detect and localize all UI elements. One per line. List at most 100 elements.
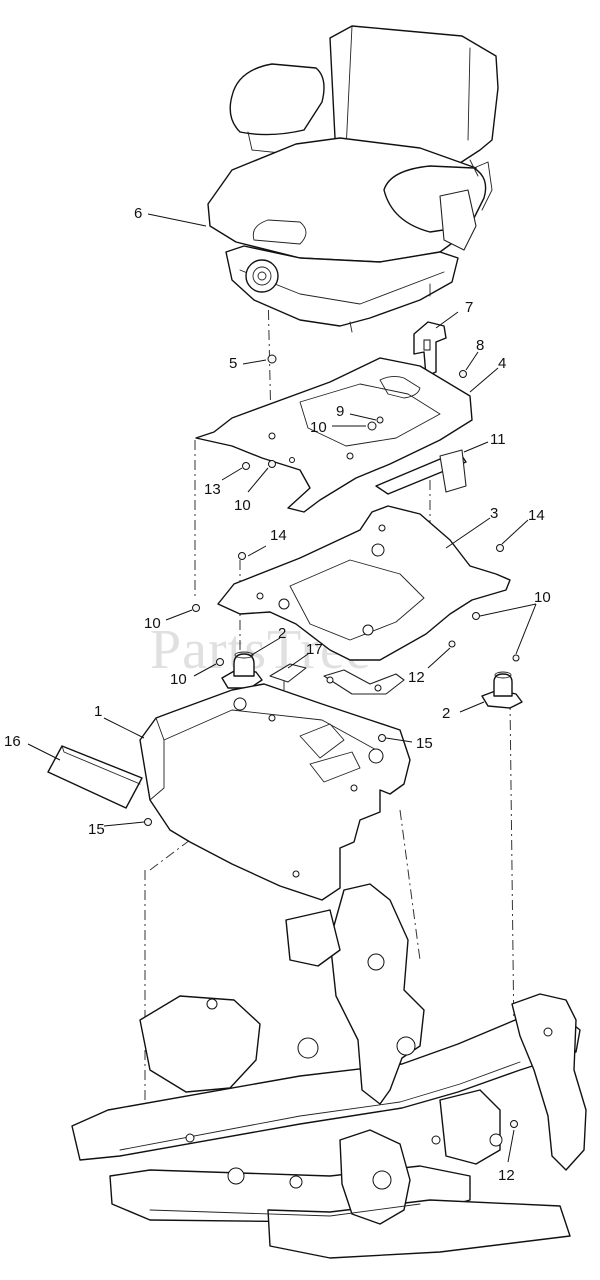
pad-part: [47, 745, 143, 809]
frame-rail-edge: [119, 1061, 521, 1151]
bolt-12: [448, 640, 456, 648]
chassis-frame: [71, 883, 587, 1259]
isolator-right-body: [493, 673, 513, 697]
decal: [269, 663, 307, 683]
callout-2-left: 2: [278, 625, 286, 642]
leader-12-lower: [507, 1129, 515, 1163]
decal-part: [269, 663, 307, 683]
leader-15-right: [385, 737, 413, 743]
leader-10-right-a: [479, 603, 537, 617]
frame-mount-right-low: [439, 1089, 501, 1165]
isolator-left-body: [233, 653, 255, 677]
isolator-right: [481, 654, 523, 709]
mount-plate-cutout: [289, 559, 425, 641]
bolt-13: [242, 462, 250, 470]
align-line-diag: [149, 839, 191, 871]
mount-plate-lip-hole: [374, 684, 382, 692]
leader-9: [349, 413, 377, 421]
callout-8: 8: [476, 337, 484, 354]
leader-3: [445, 517, 491, 549]
seat-support-hole: [233, 697, 247, 711]
leader-10-lower-left: [193, 663, 217, 677]
callout-15-right: 15: [416, 735, 433, 752]
mount-plate: [217, 505, 511, 661]
mount-plate-hole: [371, 543, 385, 557]
callout-7: 7: [465, 299, 473, 316]
callout-3: 3: [490, 505, 498, 522]
seat-armrest-left: [229, 63, 325, 136]
pad: [47, 745, 143, 809]
seat-mount-plate: [192, 505, 511, 695]
frame-hole: [489, 1133, 503, 1147]
seat-adjuster-knob-inner: [252, 266, 272, 286]
seat-support-hole: [368, 748, 384, 764]
callout-14-right: 14: [528, 507, 545, 524]
seat-studs: [349, 159, 479, 333]
align-line-right-mount: [509, 699, 515, 1041]
isolator-left: [221, 651, 263, 689]
isolator-right-top: [494, 671, 512, 679]
seat-pan-hole: [268, 432, 276, 440]
callout-2-right: 2: [442, 705, 450, 722]
seat-adjuster-knob-center: [257, 271, 267, 281]
bolt-12-frame: [510, 1120, 518, 1128]
callout-1: 1: [94, 703, 102, 720]
seat-pan-slot: [379, 375, 421, 399]
mount-plate-lip-hole: [326, 676, 334, 684]
callout-10-pan: 10: [310, 419, 327, 436]
leader-16: [27, 743, 61, 761]
pad-edge: [61, 745, 141, 785]
leader-12-upper: [427, 647, 451, 669]
mount-plate-front-lip: [323, 669, 405, 695]
leader-14-right: [501, 519, 529, 545]
nut-10: [192, 604, 200, 612]
nut-14: [496, 544, 504, 552]
seat-support-hole: [292, 870, 300, 878]
seat-support-hole: [350, 784, 358, 792]
slide-rail-tab: [439, 449, 467, 493]
seat-side-bracket: [439, 189, 477, 251]
frame-hole: [396, 1036, 416, 1056]
nut-10-right: [512, 654, 520, 662]
frame-bracket-center: [285, 909, 341, 967]
callout-10-right: 10: [534, 589, 551, 606]
latch-bracket-part: [413, 321, 467, 378]
nut-10: [216, 658, 224, 666]
frame-hole: [206, 998, 218, 1010]
callout-10-pan-lower: 10: [234, 497, 251, 514]
seat-support-part: [139, 683, 411, 901]
seat-base-tray: [225, 245, 459, 327]
frame-upright-right: [511, 993, 587, 1171]
screw-15: [378, 734, 386, 742]
frame-hole: [431, 1135, 441, 1145]
mount-plate-hole: [256, 592, 264, 600]
seat-support-ridge: [163, 709, 381, 753]
leader-5: [242, 359, 267, 365]
frame-hole: [227, 1167, 245, 1185]
seat-armrest-right-side: [473, 161, 493, 211]
isolator-left-top: [234, 651, 254, 659]
nut-10: [472, 612, 480, 620]
seat-support-cutout: [309, 751, 361, 783]
leader-2-right: [459, 701, 485, 713]
leader-7: [435, 311, 459, 329]
align-line-frame-center: [399, 809, 421, 961]
seat-support-hole: [268, 714, 276, 722]
callout-13: 13: [204, 481, 221, 498]
leader-10-pan-lower: [247, 467, 269, 493]
seat-adjuster-knob: [245, 259, 279, 293]
frame-hole: [289, 1175, 303, 1189]
leader-10-left: [165, 609, 193, 621]
callout-15-left: 15: [88, 821, 105, 838]
leader-10-right-b: [515, 603, 537, 655]
seat-backrest-seam: [345, 25, 353, 151]
seat-cushion-handle: [252, 219, 307, 245]
latch-bracket-slot: [423, 339, 431, 351]
washer-5: [267, 354, 277, 364]
leader-17: [287, 653, 309, 669]
leader-14-left: [247, 545, 267, 557]
callout-labels: 6 5 7 8 4 9 10 11 13 10 14 3 14 10 10 2 …: [4, 205, 551, 1184]
seat-pan-cutout: [299, 383, 441, 447]
callout-5: 5: [229, 355, 237, 372]
